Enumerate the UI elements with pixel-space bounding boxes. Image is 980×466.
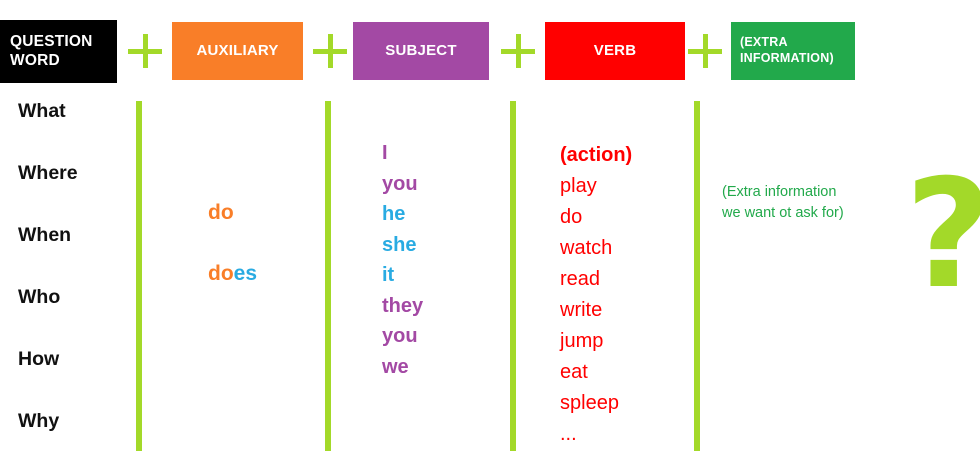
auxiliary-tail: es	[233, 262, 258, 285]
header-label-extra-information: (EXTRA INFORMATION)	[740, 35, 834, 65]
verb-item: jump	[560, 330, 604, 352]
question-mark-icon: ?	[905, 160, 980, 310]
subject-column: I you he she it they you we	[382, 138, 502, 382]
subject-item: she	[382, 233, 417, 256]
verb-column: (action) play do watch read write jump e…	[560, 140, 700, 450]
auxiliary-stem: do	[208, 262, 234, 285]
question-word-item: When	[18, 224, 72, 246]
column-divider-2	[325, 101, 331, 451]
subject-item: you	[382, 325, 418, 347]
subject-item: it	[382, 264, 395, 286]
auxiliary-stem: do	[208, 201, 234, 224]
header-label-verb: VERB	[593, 41, 637, 59]
verb-item: do	[560, 206, 583, 228]
header-box-subject: SUBJECT	[353, 22, 489, 80]
verb-item: eat	[560, 361, 588, 383]
subject-item: you	[382, 172, 418, 195]
header-label-subject: SUBJECT	[385, 41, 457, 59]
verb-item: spleep	[560, 392, 619, 414]
column-divider-1	[136, 101, 142, 451]
extra-information-note-line-2: we want ot ask for)	[722, 205, 844, 222]
subject-item: he	[382, 203, 406, 225]
verb-item: watch	[560, 237, 613, 259]
auxiliary-column: do does	[208, 200, 318, 322]
question-word-item: How	[18, 348, 60, 370]
column-divider-3	[510, 101, 516, 451]
header-label-auxiliary: AUXILIARY	[196, 41, 279, 59]
question-word-item: Why	[18, 410, 60, 432]
verb-item: read	[560, 268, 601, 290]
plus-icon-3	[501, 34, 535, 68]
subject-item: we	[382, 355, 409, 378]
question-word-item: What	[18, 100, 66, 122]
header-label-question-word: QUESTION WORD	[10, 32, 93, 69]
extra-information-note-line-1: (Extra information	[722, 184, 837, 200]
verb-item-ellipsis: ...	[560, 423, 577, 445]
verb-item-action: (action)	[560, 144, 633, 166]
verb-item: write	[560, 299, 603, 321]
plus-icon-1	[128, 34, 162, 68]
extra-information-note: (Extra information we want ot ask for)	[722, 182, 892, 224]
question-word-item: Who	[18, 286, 61, 308]
auxiliary-item-do: do	[208, 200, 318, 226]
subject-item: I	[382, 142, 388, 164]
header-box-question-word: QUESTION WORD	[0, 20, 117, 83]
column-divider-4	[694, 101, 700, 451]
header-box-verb: VERB	[545, 22, 685, 80]
header-box-extra-information: (EXTRA INFORMATION)	[731, 22, 855, 80]
question-word-column: What Where When Who How Why	[18, 96, 128, 466]
question-word-item: Where	[18, 162, 78, 184]
subject-item: they	[382, 294, 424, 317]
verb-item: play	[560, 175, 597, 197]
auxiliary-item-does: does	[208, 261, 318, 287]
header-box-auxiliary: AUXILIARY	[172, 22, 303, 80]
plus-icon-4	[688, 34, 722, 68]
plus-icon-2	[313, 34, 347, 68]
